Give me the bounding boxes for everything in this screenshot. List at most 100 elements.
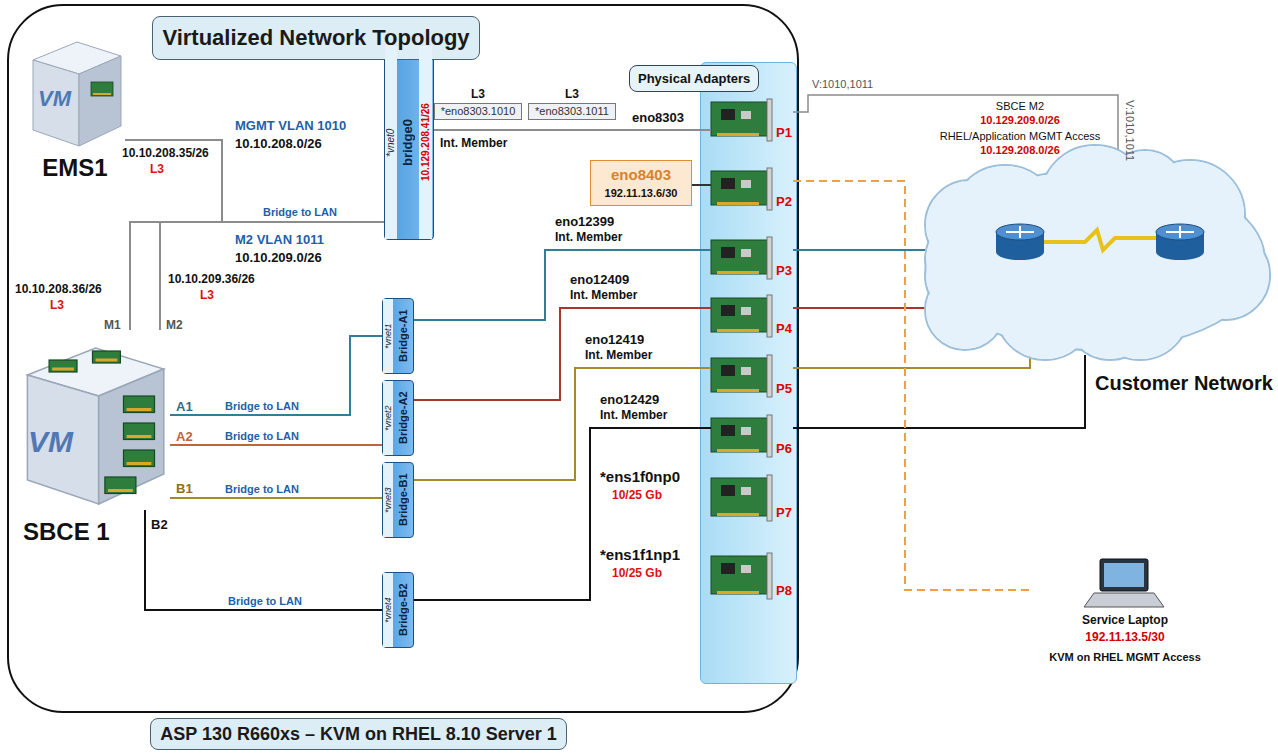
node-text: P2 [776, 194, 792, 209]
network-link [793, 355, 1085, 428]
annotation-label: VM [38, 86, 71, 112]
network-link [793, 249, 925, 251]
nic-bracket [767, 237, 772, 279]
node-text: P4 [776, 321, 792, 336]
annotation-label: M1 [104, 318, 121, 332]
nic-chip [721, 109, 735, 120]
nic-bracket [767, 99, 772, 141]
vm-icon-art [15, 330, 170, 510]
diagram-title: Virtualized Network Topology [162, 25, 469, 51]
nic-board [711, 102, 767, 136]
nic-contacts [717, 513, 759, 516]
node-text: *vnet4 [383, 573, 393, 647]
nic-contacts [127, 435, 152, 438]
annotation-label: V:1010,1011 [812, 78, 873, 90]
router-arrows [1166, 226, 1194, 238]
nic-chip [721, 305, 735, 316]
network-port: P1 [711, 99, 793, 141]
node-text: EMS1 [42, 154, 107, 182]
network-port: P5 [711, 355, 793, 397]
nic-chip [741, 249, 751, 257]
nic-bracket [767, 168, 772, 210]
nic-chip [721, 563, 735, 574]
annotation-label: 10.10.209.0/26 [235, 250, 322, 265]
annotation-label: MGMT VLAN 1010 [235, 118, 346, 133]
annotation-label: *ens1f0np0 [600, 468, 680, 485]
router-base [996, 244, 1044, 260]
annotation-label: Int. Member [440, 136, 507, 150]
annotation-label: SBCE M2 [996, 100, 1044, 112]
nic-board [711, 478, 767, 516]
network-cloud: Customer Network [925, 150, 1265, 355]
annotation-label: 10.10.208.35/26 [122, 146, 209, 160]
link-label: Bridge to LAN [223, 430, 301, 442]
host-port-box: eno8403192.11.13.6/30 [590, 160, 692, 206]
annotation-label: 10/25 Gb [612, 488, 662, 502]
node-text: Bridge-B1 [393, 463, 413, 537]
node-text: P7 [776, 505, 792, 520]
network-link [170, 444, 382, 446]
node-text: KVM on RHEL MGMT Access [1049, 651, 1201, 663]
nic-board [711, 556, 767, 594]
nic-card [91, 82, 113, 96]
node-text: *eno8303.1011 [535, 105, 609, 117]
nic-bracket [767, 415, 772, 457]
network-link [170, 497, 382, 499]
annotation-label: RHEL/Application MGMT Access [940, 130, 1101, 142]
node-text: Physical Adapters [629, 65, 759, 92]
network-link [414, 428, 711, 600]
network-link [434, 129, 711, 131]
nic-contacts [717, 591, 759, 594]
vm-cube-front [27, 375, 98, 504]
vm-cube-side [79, 56, 121, 146]
linux-bridge: *vnet4Bridge-B2 [382, 572, 414, 648]
wan-link [1040, 230, 1160, 250]
annotation-label: eno12419 [585, 332, 644, 347]
nic-chip [741, 427, 751, 435]
annotation-label: VM [28, 425, 73, 459]
laptop-display [1104, 563, 1144, 587]
node-text: P6 [776, 441, 792, 456]
nic-board [711, 358, 767, 392]
network-link [414, 368, 711, 480]
network-port: P3 [711, 237, 793, 279]
vlan-interface-box: L3*eno8303.1011 [528, 103, 616, 120]
annotation-label: Int. Member [585, 348, 652, 362]
annotation-label: Int. Member [570, 288, 637, 302]
node-text: *vnet0 [385, 46, 397, 239]
annotation-label: Int. Member [555, 230, 622, 244]
linux-bridge: *vnet1Bridge-A1 [382, 298, 414, 374]
cloud-fill [926, 271, 1004, 349]
annotation-label: eno12399 [555, 214, 614, 229]
vlan-interface-box: L3*eno8303.1010 [434, 103, 522, 120]
network-port: P8 [711, 553, 793, 599]
annotation-label: M2 [166, 318, 183, 332]
nic-contacts [127, 408, 152, 411]
node-text: *eno8303.1010 [441, 105, 516, 117]
adapter-band: Physical AdaptersP1P2P3P4P5P6P7P8 [700, 62, 797, 684]
nic-chip [721, 425, 735, 436]
node-text: *vnet1 [383, 299, 393, 373]
annotation-label: *ens1f1np1 [600, 546, 680, 563]
annotation-label: 10.10.208.0/26 [235, 136, 322, 151]
network-link [793, 181, 1030, 590]
nic-board [711, 240, 767, 274]
nic-chip [741, 565, 751, 573]
annotation-label: A1 [176, 399, 193, 414]
nic-card [124, 423, 155, 440]
nic-board [711, 418, 767, 452]
nic-contacts [108, 489, 133, 492]
link-label: Bridge to LAN [226, 595, 304, 607]
laptop-screen [1100, 559, 1148, 591]
laptop-icon: Service Laptop192.11.13.5/30KVM on RHEL … [1030, 555, 1220, 690]
annotation-label: L3 [50, 298, 64, 312]
node-text: P3 [776, 263, 792, 278]
nic-contacts [717, 271, 759, 274]
network-port: P2 [711, 168, 793, 210]
network-cloud-art [925, 150, 1265, 355]
nic-bracket [767, 295, 772, 337]
annotation-label: L3 [150, 162, 164, 176]
vm-cube-side [99, 369, 164, 504]
network-link [145, 510, 382, 610]
